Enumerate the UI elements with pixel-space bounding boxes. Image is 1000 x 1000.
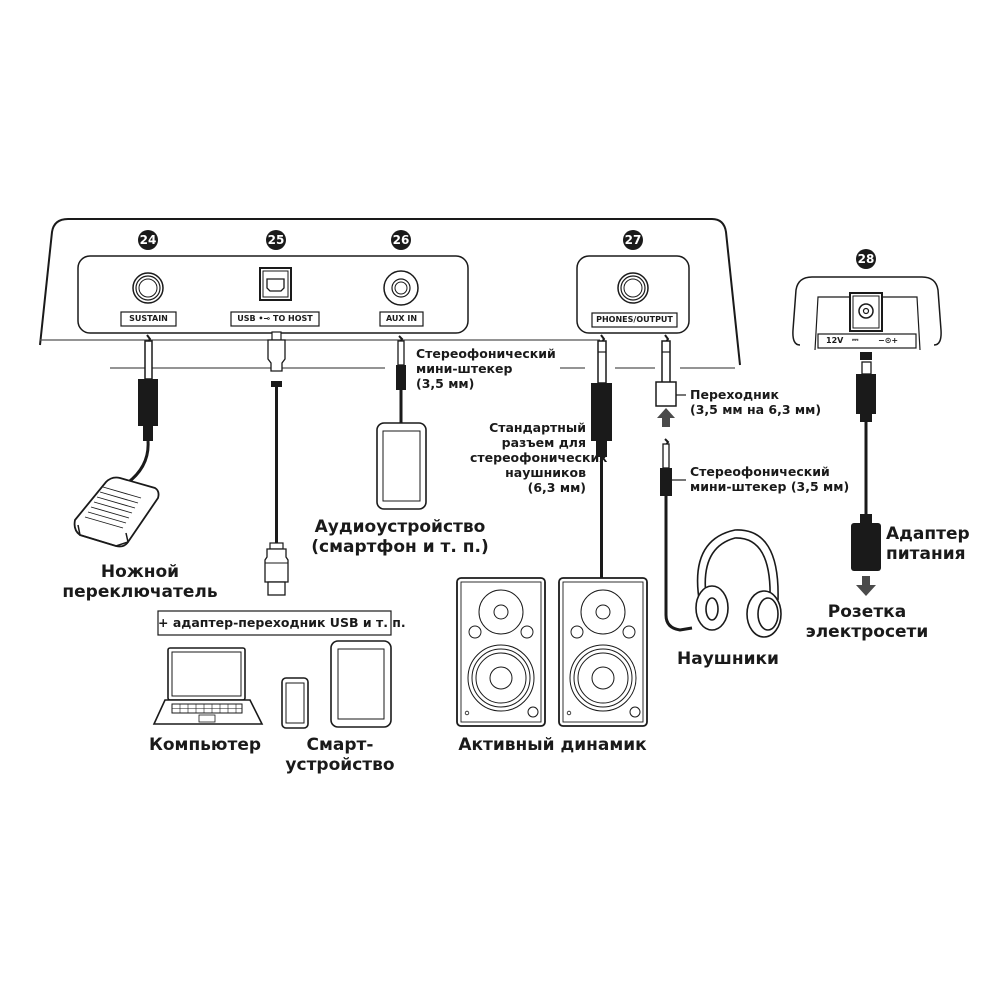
smartphone-icon: [281, 677, 309, 729]
foot-switch-pedal: [73, 476, 160, 548]
dc-power-plug: [856, 352, 876, 516]
port-badge-26: [391, 230, 411, 250]
headphones-icon: [695, 529, 782, 638]
aux-mini-plug-label: Стереофонический мини-штекер (3,5 мм): [416, 346, 560, 391]
active-speaker-left: [456, 577, 546, 727]
power-adapter-label: Адаптер питания: [886, 524, 970, 564]
port-number-25: 25: [267, 233, 285, 247]
port-number-26: 26: [392, 233, 410, 247]
audio-device-icon: [376, 422, 427, 510]
adapter-label: Переходник (3,5 мм на 6,3 мм): [690, 387, 822, 417]
foot-switch-label: Ножной переключатель: [62, 562, 218, 602]
port-badge-25: [266, 230, 286, 250]
usb-adapter-note-box: [157, 610, 392, 636]
tablet-icon: [330, 640, 392, 728]
port-number-28: 28: [857, 252, 875, 266]
aux-in-jack[interactable]: [383, 270, 419, 306]
sustain-port-label: SUSTAIN: [129, 314, 168, 323]
up-arrow-icon: [657, 408, 675, 427]
usb-b-plug: [267, 331, 286, 545]
phones-mini-plug: [660, 438, 693, 632]
usb-port-label: USB •⊸ TO HOST: [237, 314, 313, 323]
outlet-label: Розетка электросети: [805, 602, 929, 642]
dc-voltage-label: 12V: [826, 336, 844, 345]
dc-symbol: ⎓: [852, 335, 859, 344]
computer-label: Компьютер: [148, 735, 262, 755]
standard-phone-plug: [591, 334, 612, 578]
polarity-symbol: −⊙+: [878, 336, 899, 345]
headphones-label: Наушники: [677, 649, 779, 669]
phones-output-jack[interactable]: [617, 272, 649, 304]
usb-adapter-note: + адаптер-переходник USB и т. п.: [158, 615, 406, 630]
audio-device-label: Аудиоустройство (смартфон и т. п.): [311, 517, 489, 557]
active-speaker-right: [558, 577, 648, 727]
sustain-jack[interactable]: [132, 272, 164, 304]
port-badge-28: [856, 249, 876, 269]
down-arrow-icon: [856, 576, 876, 596]
instrument-rear-panel: [39, 218, 741, 366]
usb-port[interactable]: [259, 267, 292, 301]
adapter-plug: [655, 334, 686, 407]
port-badge-27: [623, 230, 643, 250]
dc-in-panel: [792, 276, 942, 346]
aux-mini-plug: [396, 335, 406, 423]
power-adapter-icon: [851, 514, 881, 571]
usb-a-plug: [264, 542, 289, 596]
active-speaker-label: Активный динамик: [458, 735, 647, 755]
port-number-27: 27: [624, 233, 642, 247]
phones-output-port-label: PHONES/OUTPUT: [596, 315, 673, 324]
aux-in-port-label: AUX IN: [385, 314, 418, 323]
laptop-icon: [152, 647, 264, 725]
port-number-24: 24: [139, 233, 157, 247]
phones-mini-plug-label: Стереофонический мини-штекер (3,5 мм): [690, 464, 850, 494]
port-badge-24: [138, 230, 158, 250]
sustain-plug: [119, 334, 158, 490]
standard-plug-label: Стандартный разъем для стереофонических …: [470, 420, 608, 495]
dc-in-jack[interactable]: [849, 292, 883, 332]
smart-device-label: Смарт- устройство: [285, 735, 395, 775]
